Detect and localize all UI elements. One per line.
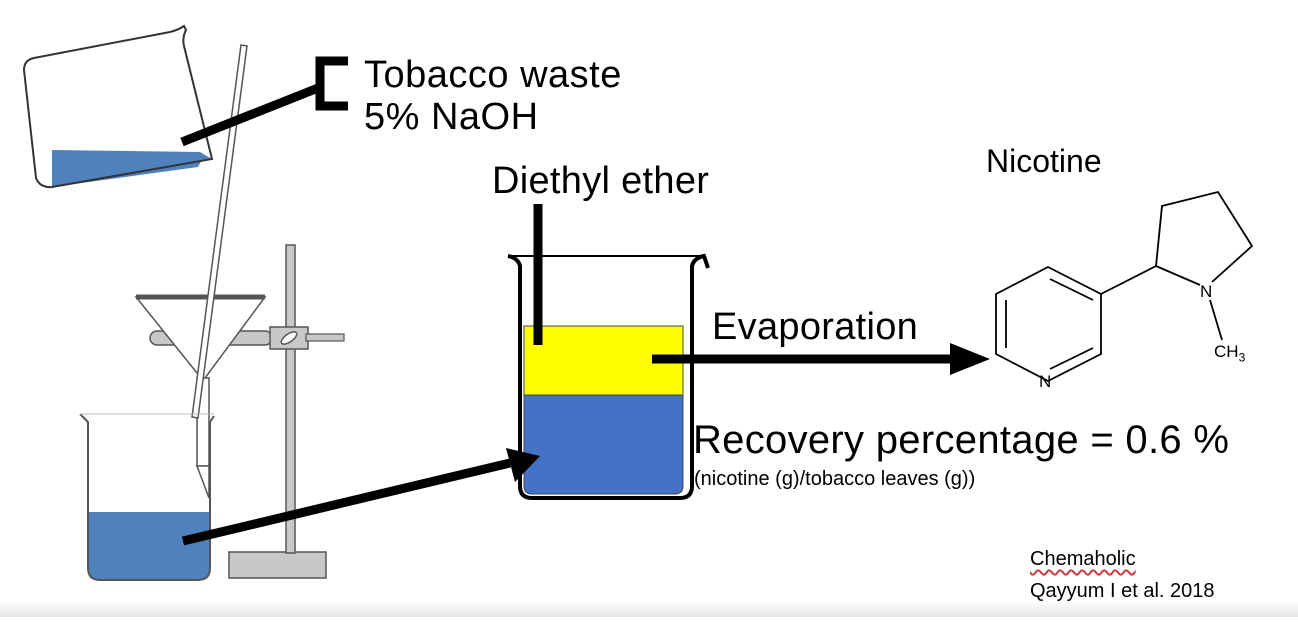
connectors xyxy=(180,56,543,345)
label-recovery-percentage: Recovery percentage = 0.6 % xyxy=(693,418,1230,462)
label-naoh: 5% NaOH xyxy=(364,96,539,138)
arrow-to-beaker xyxy=(181,448,540,546)
nicotine-structure xyxy=(995,190,1254,383)
collecting-beaker xyxy=(79,413,215,581)
label-nicotine-title: Nicotine xyxy=(986,143,1102,179)
funnel xyxy=(134,294,267,499)
label-diethyl-ether: Diethyl ether xyxy=(492,160,710,202)
atom-pyrrolidine-n: N xyxy=(1200,282,1213,301)
methyl-subscript: 3 xyxy=(1238,350,1246,365)
label-tobacco-waste: Tobacco waste xyxy=(364,54,622,96)
pouring-beaker xyxy=(22,24,214,189)
separation-beaker xyxy=(507,253,710,500)
credit-author: Chemaholic xyxy=(1030,548,1136,570)
label-recovery-formula: (nicotine (g)/tobacco leaves (g)) xyxy=(694,468,976,490)
credit-reference: Qayyum I et al. 2018 xyxy=(1030,580,1215,602)
group-methyl: CH3 xyxy=(1214,342,1246,365)
atom-pyridine-n: N xyxy=(1039,372,1052,391)
arrow-evaporation xyxy=(652,343,990,375)
glass-rod xyxy=(191,44,248,419)
label-evaporation: Evaporation xyxy=(712,306,919,348)
bottom-fade xyxy=(0,601,1298,617)
